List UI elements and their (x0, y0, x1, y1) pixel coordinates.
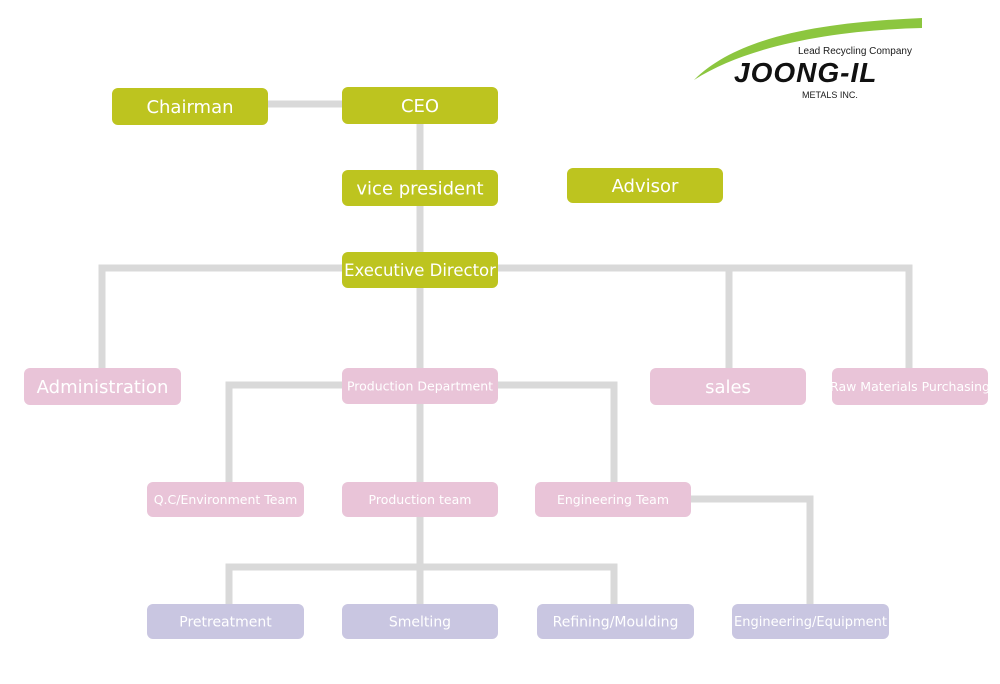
node-label: Smelting (389, 615, 451, 631)
company-logo: Lead Recycling Company JOONG-IL METALS I… (690, 14, 930, 104)
node-label: Production Department (347, 379, 493, 394)
node-label: Engineering Team (557, 492, 669, 507)
node-label: Engineering/Equipment (734, 615, 887, 630)
node-pretreatment: Pretreatment (147, 604, 304, 639)
connectors (98, 100, 913, 608)
node-qc-environment-team: Q.C/Environment Team (147, 482, 304, 517)
node-box (342, 170, 498, 206)
node-box (567, 168, 723, 203)
node-label: sales (705, 377, 751, 398)
node-advisor: Advisor (567, 168, 723, 203)
node-box (24, 368, 181, 405)
node-production-department: Production Department (342, 368, 498, 404)
node-label: Q.C/Environment Team (154, 492, 298, 507)
node-box (342, 604, 498, 639)
connector-smelting-branch (225, 563, 618, 608)
connector-exec-raw-materials (494, 264, 913, 372)
node-raw-materials-purchasing: Raw Materials Purchasing (830, 368, 990, 405)
node-chairman: Chairman (112, 88, 268, 125)
node-box (147, 482, 304, 517)
node-label: Raw Materials Purchasing (830, 379, 990, 394)
node-box (147, 604, 304, 639)
node-box (650, 368, 806, 405)
nodes: Chairman CEO vice president AdvisorExecutiv… (24, 87, 990, 639)
node-engineering-equipment: Engineering/Equipment (732, 604, 889, 639)
logo-subtitle: METALS INC. (802, 90, 858, 100)
node-production-team: Production team (342, 482, 498, 517)
node-box (535, 482, 691, 517)
node-label: Administration (37, 377, 169, 398)
node-box (832, 368, 988, 405)
swoosh-icon (694, 18, 922, 80)
node-label: Refining/Moulding (553, 615, 679, 631)
node-label: Pretreatment (179, 615, 272, 631)
node-box (342, 482, 498, 517)
node-label: Chairman (146, 97, 233, 118)
node-label: CEO (401, 96, 439, 117)
node-label: Advisor (612, 176, 679, 197)
node-smelting: Smelting (342, 604, 498, 639)
node-vice-president: vice president (342, 170, 498, 206)
node-sales: sales (650, 368, 806, 405)
connector-engineering-equipment (687, 495, 814, 608)
connector-production-qc (225, 381, 346, 486)
node-label: Production team (369, 492, 472, 507)
node-refining-moulding: Refining/Moulding (537, 604, 694, 639)
node-executive-director: Executive Director (342, 252, 498, 288)
node-box (537, 604, 694, 639)
node-label: vice president (356, 178, 483, 199)
logo-brand: JOONG-IL (734, 57, 878, 88)
node-label: Executive Director (344, 261, 496, 280)
node-box (732, 604, 889, 639)
logo-swoosh (694, 18, 922, 80)
connector-production-engineering (494, 381, 618, 486)
node-box (342, 87, 498, 124)
node-box (342, 252, 498, 288)
node-administration: Administration (24, 368, 181, 405)
node-ceo: CEO (342, 87, 498, 124)
connector-exec-administration (98, 264, 346, 372)
node-box (112, 88, 268, 125)
node-engineering-team: Engineering Team (535, 482, 691, 517)
node-box (342, 368, 498, 404)
logo-tagline: Lead Recycling Company (798, 46, 912, 57)
